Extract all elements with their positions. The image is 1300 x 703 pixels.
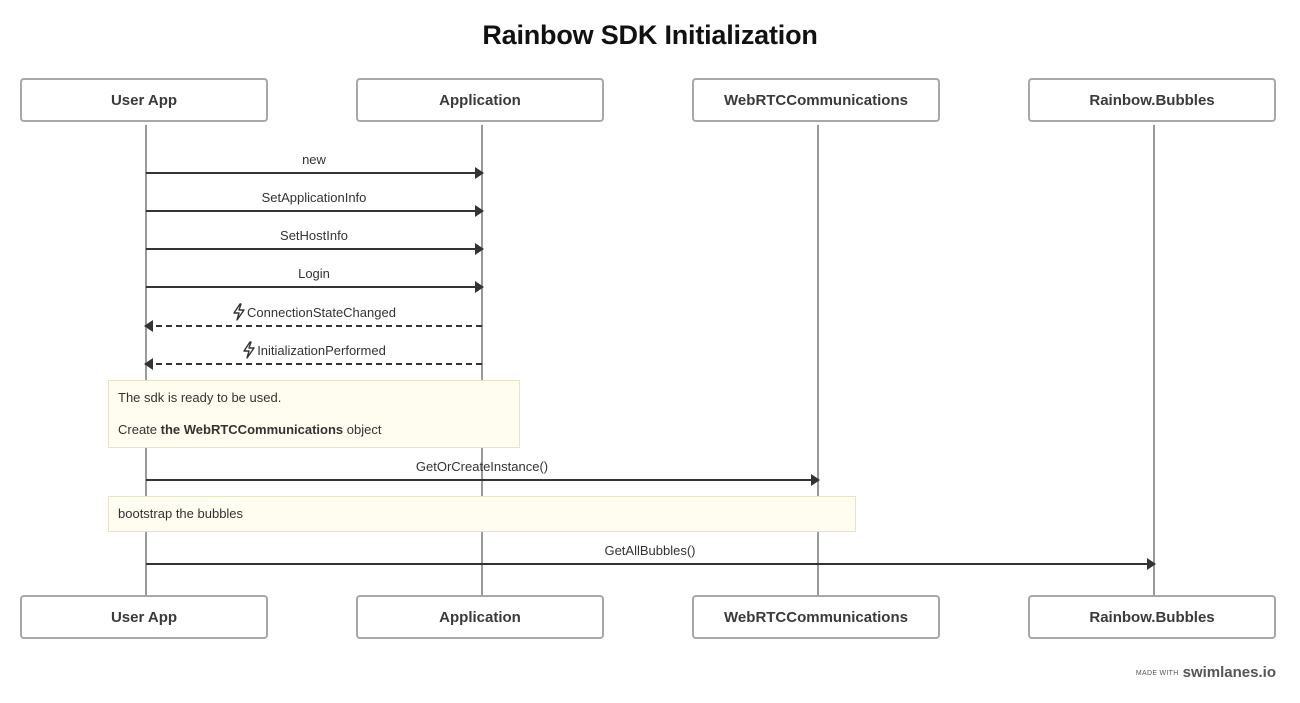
message-arrow bbox=[146, 473, 820, 487]
lightning-icon bbox=[243, 341, 255, 359]
participant-bubbles-bottom: Rainbow.Bubbles bbox=[1028, 595, 1276, 639]
message-label: SetApplicationInfo bbox=[261, 190, 367, 205]
message-arrow bbox=[146, 280, 484, 294]
participant-webrtc-top: WebRTCCommunications bbox=[692, 78, 940, 122]
message-label: Login bbox=[298, 266, 330, 281]
message-label: new bbox=[302, 152, 326, 167]
note-text: bootstrap the bubbles bbox=[118, 506, 244, 521]
message-label: GetOrCreateInstance() bbox=[415, 459, 549, 474]
event-label: InitializationPerformed bbox=[146, 341, 482, 359]
message-arrow bbox=[146, 204, 484, 218]
diagram-title: Rainbow SDK Initialization bbox=[482, 20, 818, 50]
event-arrow bbox=[144, 357, 482, 371]
participant-bubbles-top: Rainbow.Bubbles bbox=[1028, 78, 1276, 122]
note-text: The sdk is ready to be used. bbox=[118, 390, 282, 405]
event-label-text: ConnectionStateChanged bbox=[247, 305, 396, 320]
note-bootstrap-bubbles: bootstrap the bubbles bbox=[108, 496, 856, 532]
message-arrow bbox=[146, 557, 1156, 571]
note-sdk-ready: The sdk is ready to be used. Create the … bbox=[108, 380, 520, 448]
participant-user-app-bottom: User App bbox=[20, 595, 268, 639]
made-with-label: MADE WITH bbox=[1135, 670, 1179, 677]
message-label: GetAllBubbles() bbox=[604, 543, 696, 558]
lightning-icon bbox=[233, 303, 245, 321]
note-text: Create the WebRTCCommunications object bbox=[118, 422, 510, 438]
participant-webrtc-bottom: WebRTCCommunications bbox=[692, 595, 940, 639]
message-arrow bbox=[146, 166, 484, 180]
participant-application-top: Application bbox=[356, 78, 604, 122]
message-arrow bbox=[146, 242, 484, 256]
participant-application-bottom: Application bbox=[356, 595, 604, 639]
brand-name: swimlanes.io bbox=[1182, 664, 1276, 681]
event-arrow bbox=[144, 319, 482, 333]
participant-user-app-top: User App bbox=[20, 78, 268, 122]
message-label: SetHostInfo bbox=[280, 228, 348, 243]
note-text-part: Create bbox=[118, 422, 161, 437]
event-label: ConnectionStateChanged bbox=[146, 303, 482, 321]
event-label-text: InitializationPerformed bbox=[257, 343, 386, 358]
lifeline-application bbox=[481, 125, 483, 596]
note-text-bold: the WebRTCCommunications bbox=[160, 422, 344, 437]
note-text-part: object bbox=[343, 422, 382, 437]
lifeline-bubbles bbox=[1153, 125, 1155, 596]
lifeline-webrtc bbox=[817, 125, 819, 596]
